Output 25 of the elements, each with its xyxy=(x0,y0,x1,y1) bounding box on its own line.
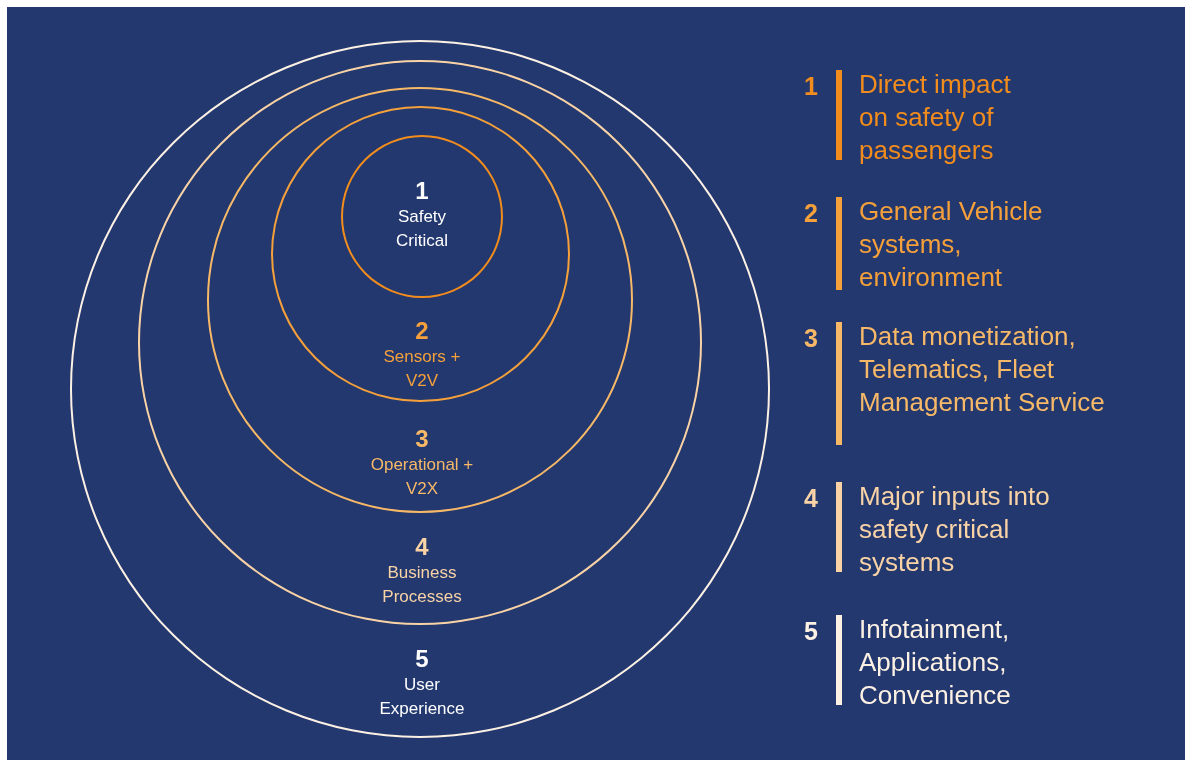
list-number: 1 xyxy=(804,72,818,101)
description-text: Major inputs into safety critical systems xyxy=(859,480,1051,579)
description-text: Infotainment, Applications, Convenience xyxy=(859,613,1012,712)
circle-ring xyxy=(271,106,570,402)
level-label: Business Processes xyxy=(381,562,463,608)
list-number: 4 xyxy=(804,484,818,513)
circle-ring xyxy=(138,60,702,625)
list-number: 3 xyxy=(804,324,818,353)
level-label: Sensors + V2V xyxy=(382,346,462,392)
level-label: Safety Critical xyxy=(395,206,449,252)
circle-ring xyxy=(207,87,633,513)
level-number: 1 xyxy=(414,177,430,205)
level-number: 5 xyxy=(414,645,430,673)
description-text: Direct impact on safety of passengers xyxy=(859,68,1012,167)
circle-ring xyxy=(341,135,503,298)
level-label: User Experience xyxy=(378,674,466,720)
description-text: Data monetization, Telematics, Fleet Management Service xyxy=(859,320,1106,419)
level-number: 2 xyxy=(414,317,430,345)
level-label: Operational + V2X xyxy=(369,454,475,500)
description-text: General Vehicle systems, environment xyxy=(859,195,1044,294)
level-number: 3 xyxy=(414,425,430,453)
circle-ring xyxy=(70,40,770,738)
list-number: 5 xyxy=(804,617,818,646)
level-number: 4 xyxy=(414,533,430,561)
list-number: 2 xyxy=(804,199,818,228)
